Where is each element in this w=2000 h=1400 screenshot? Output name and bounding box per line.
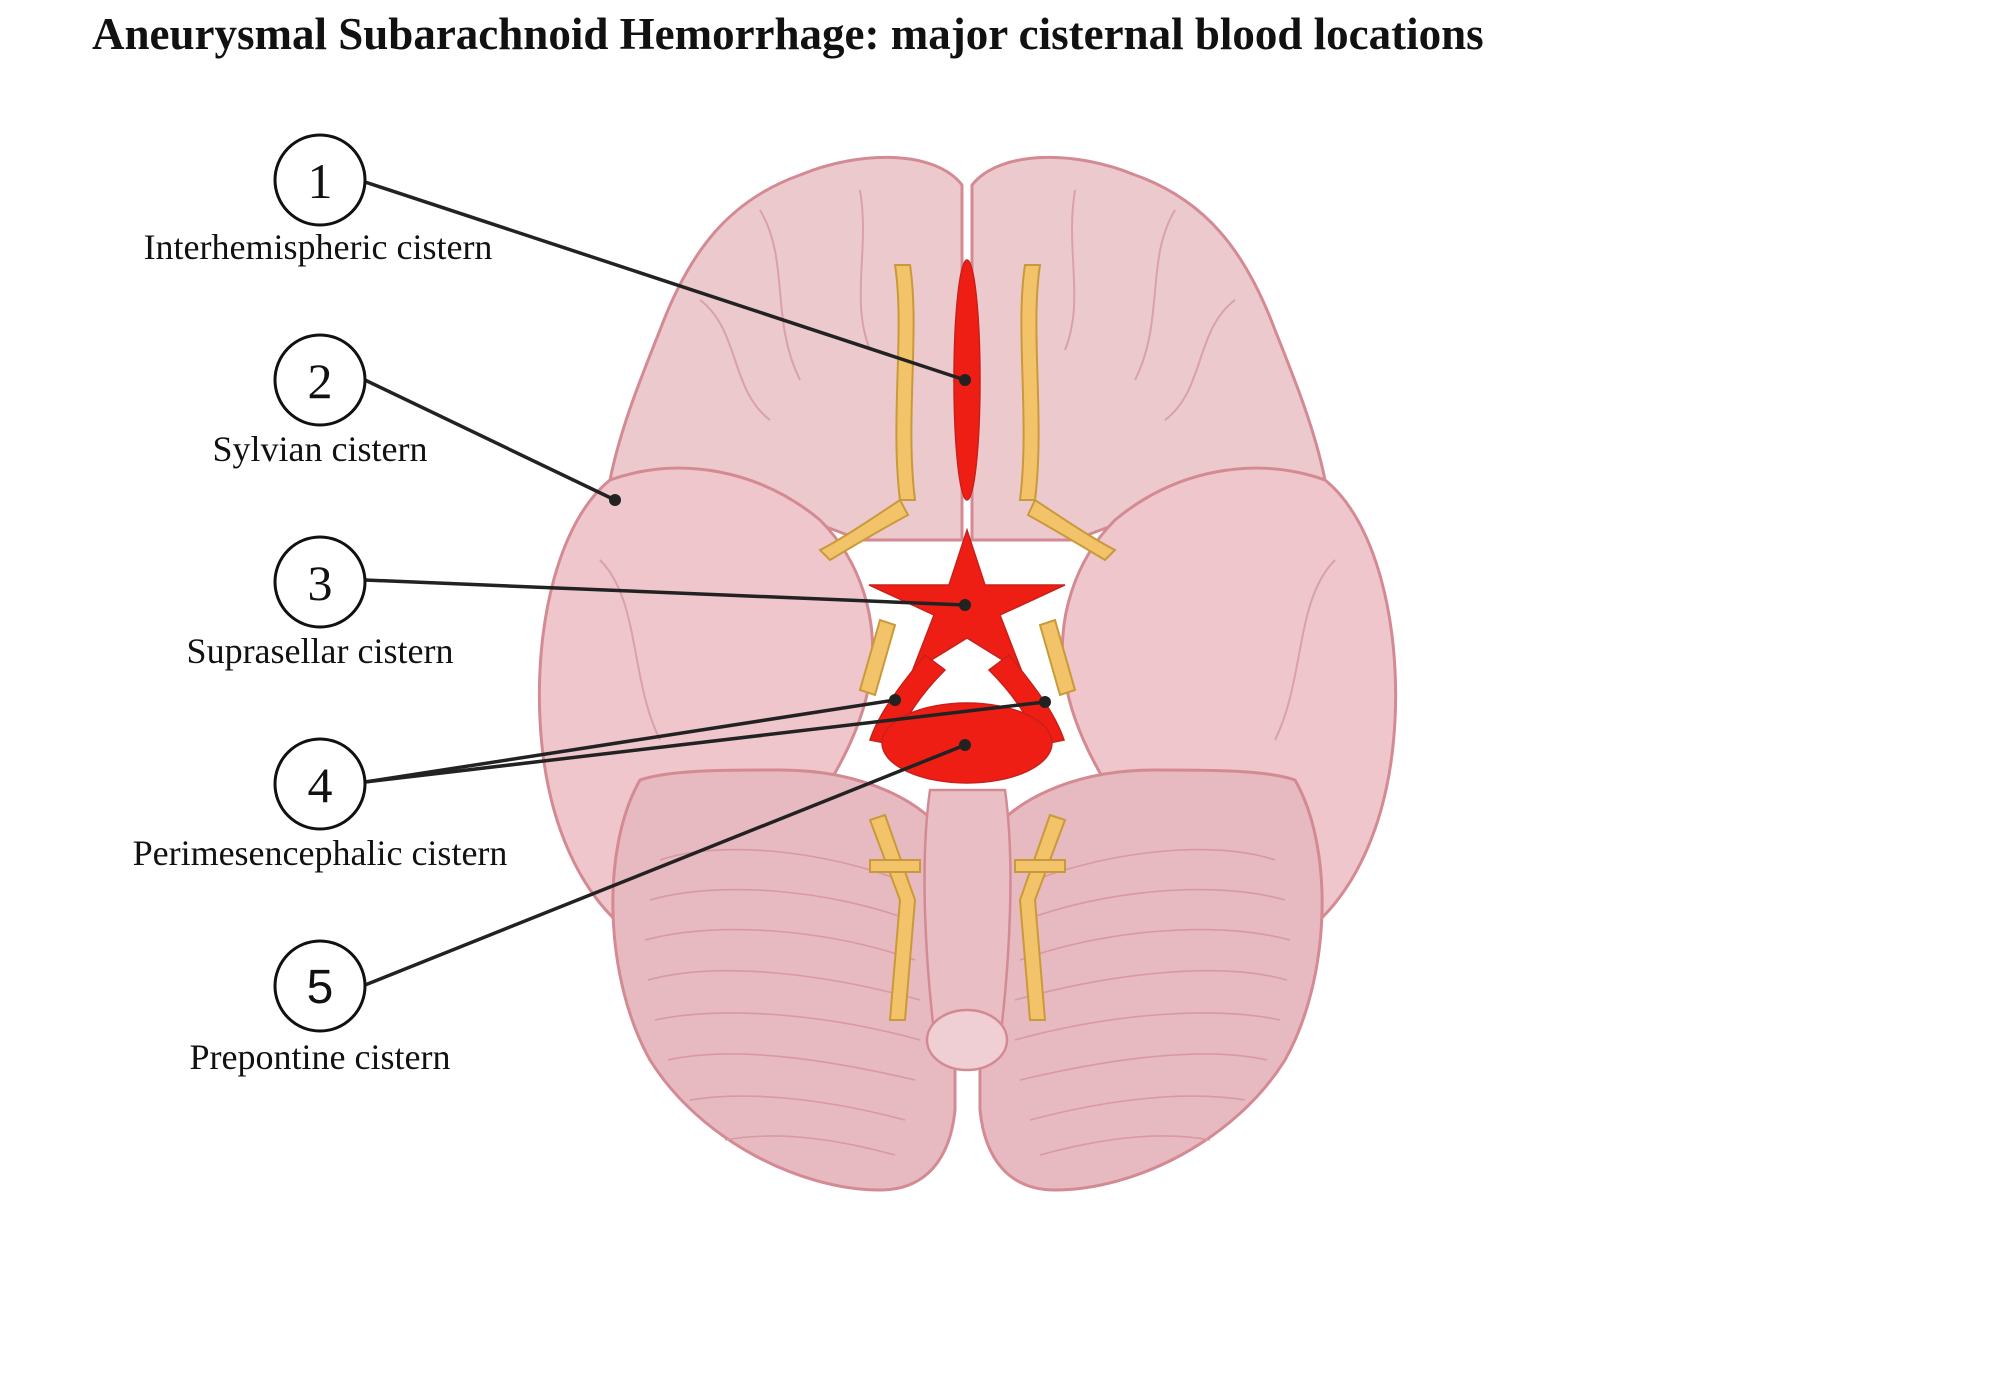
label-prepontine-cistern: Prepontine cistern bbox=[189, 1037, 451, 1077]
leader-lines bbox=[364, 180, 1046, 987]
left-cerebellar-hemisphere bbox=[611, 768, 957, 1192]
marker-number-3: 3 bbox=[308, 555, 333, 611]
right-cerebellar-hemisphere bbox=[978, 768, 1324, 1192]
diagram-title: Aneurysmal Subarachnoid Hemorrhage: majo… bbox=[92, 9, 1484, 59]
marker-2: 2 bbox=[273, 333, 367, 427]
leader-line-1 bbox=[364, 180, 966, 382]
marker-3: 3 bbox=[273, 535, 367, 629]
cortical-sulci bbox=[599, 189, 1336, 741]
marker-number-5: 5 bbox=[307, 961, 334, 1014]
label-suprasellar-cistern: Suprasellar cistern bbox=[186, 631, 454, 671]
marker-5: 5 bbox=[273, 939, 367, 1033]
leader-line-4b bbox=[364, 700, 1046, 784]
marker-number-1: 1 bbox=[308, 153, 333, 209]
label-perimesencephalic-cistern: Perimesencephalic cistern bbox=[132, 833, 508, 873]
label-sylvian-cistern: Sylvian cistern bbox=[212, 429, 428, 469]
marker-4: 4 bbox=[273, 737, 367, 831]
cranial-vessels bbox=[818, 264, 1117, 1021]
leader-line-2 bbox=[364, 378, 616, 502]
leader-line-4a bbox=[364, 698, 896, 784]
leader-line-5 bbox=[364, 743, 966, 987]
medulla-cross-section bbox=[925, 1008, 1009, 1072]
brain-outline bbox=[537, 155, 1398, 1192]
marker-number-4: 4 bbox=[308, 757, 333, 813]
brainstem bbox=[923, 788, 1012, 1042]
label-interhemispheric-cistern: Interhemispheric cistern bbox=[143, 227, 493, 267]
leader-line-3 bbox=[364, 578, 966, 607]
cerebellar-folia bbox=[644, 848, 1291, 1156]
leader-endpoints bbox=[609, 374, 1051, 751]
marker-number-2: 2 bbox=[308, 353, 333, 409]
marker-1: 1 bbox=[273, 133, 367, 227]
